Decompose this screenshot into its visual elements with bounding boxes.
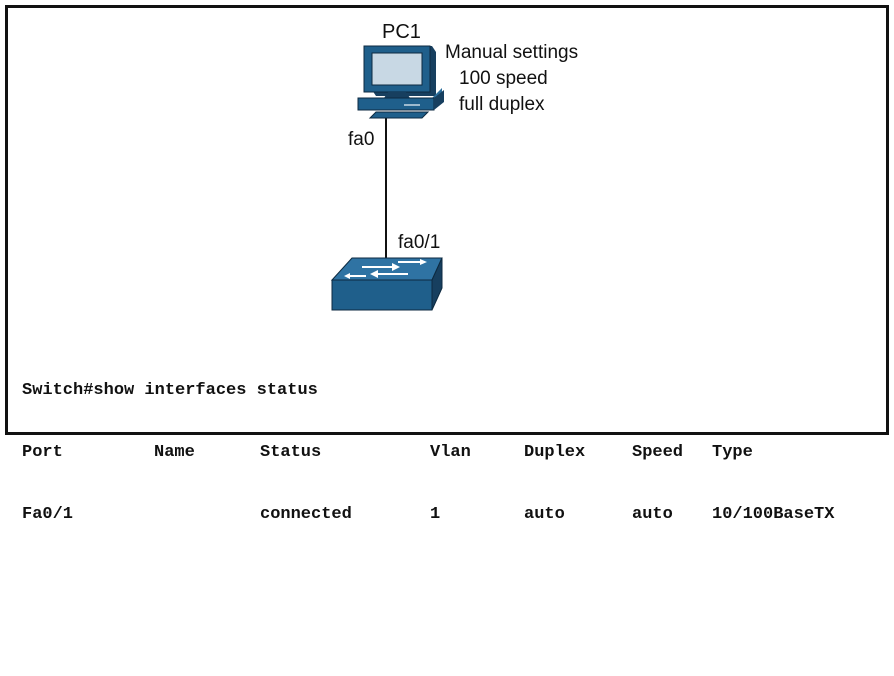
cli-command: Switch#show interfaces status [22,381,318,405]
header-port: Port [22,443,63,462]
cell-duplex: auto [524,505,565,524]
cell-type: 10/100BaseTX [712,505,835,524]
pc-port-label: fa0 [348,129,375,150]
header-type: Type [712,443,753,462]
cli-header-row: Port Name Status Vlan Duplex Speed Type [22,443,753,467]
figure-frame [5,5,889,435]
pc-settings-note: Manual settings 100 speed full duplex [445,40,578,118]
pc-icon [357,45,444,119]
switch-port-label: fa0/1 [398,232,441,253]
cli-output: Switch#show interfaces status Port Name … [22,343,834,548]
pc-label: PC1 [382,21,421,43]
header-status: Status [260,443,322,462]
command-text: Switch#show interfaces status [22,381,318,400]
cli-data-row: Fa0/1 connected 1 auto auto 10/100BaseTX [22,505,834,529]
cell-speed: auto [632,505,673,524]
header-name: Name [154,443,195,462]
cell-port: Fa0/1 [22,505,74,524]
network-diagram [330,45,444,311]
note-line-manual: Manual settings [445,42,579,63]
note-line-duplex: full duplex [459,94,545,115]
cell-vlan: 1 [430,505,441,524]
header-duplex: Duplex [524,443,586,462]
header-speed: Speed [632,443,684,462]
cell-status: connected [260,505,352,524]
header-vlan: Vlan [430,443,471,462]
note-line-speed: 100 speed [459,68,548,89]
switch-icon [330,257,443,311]
